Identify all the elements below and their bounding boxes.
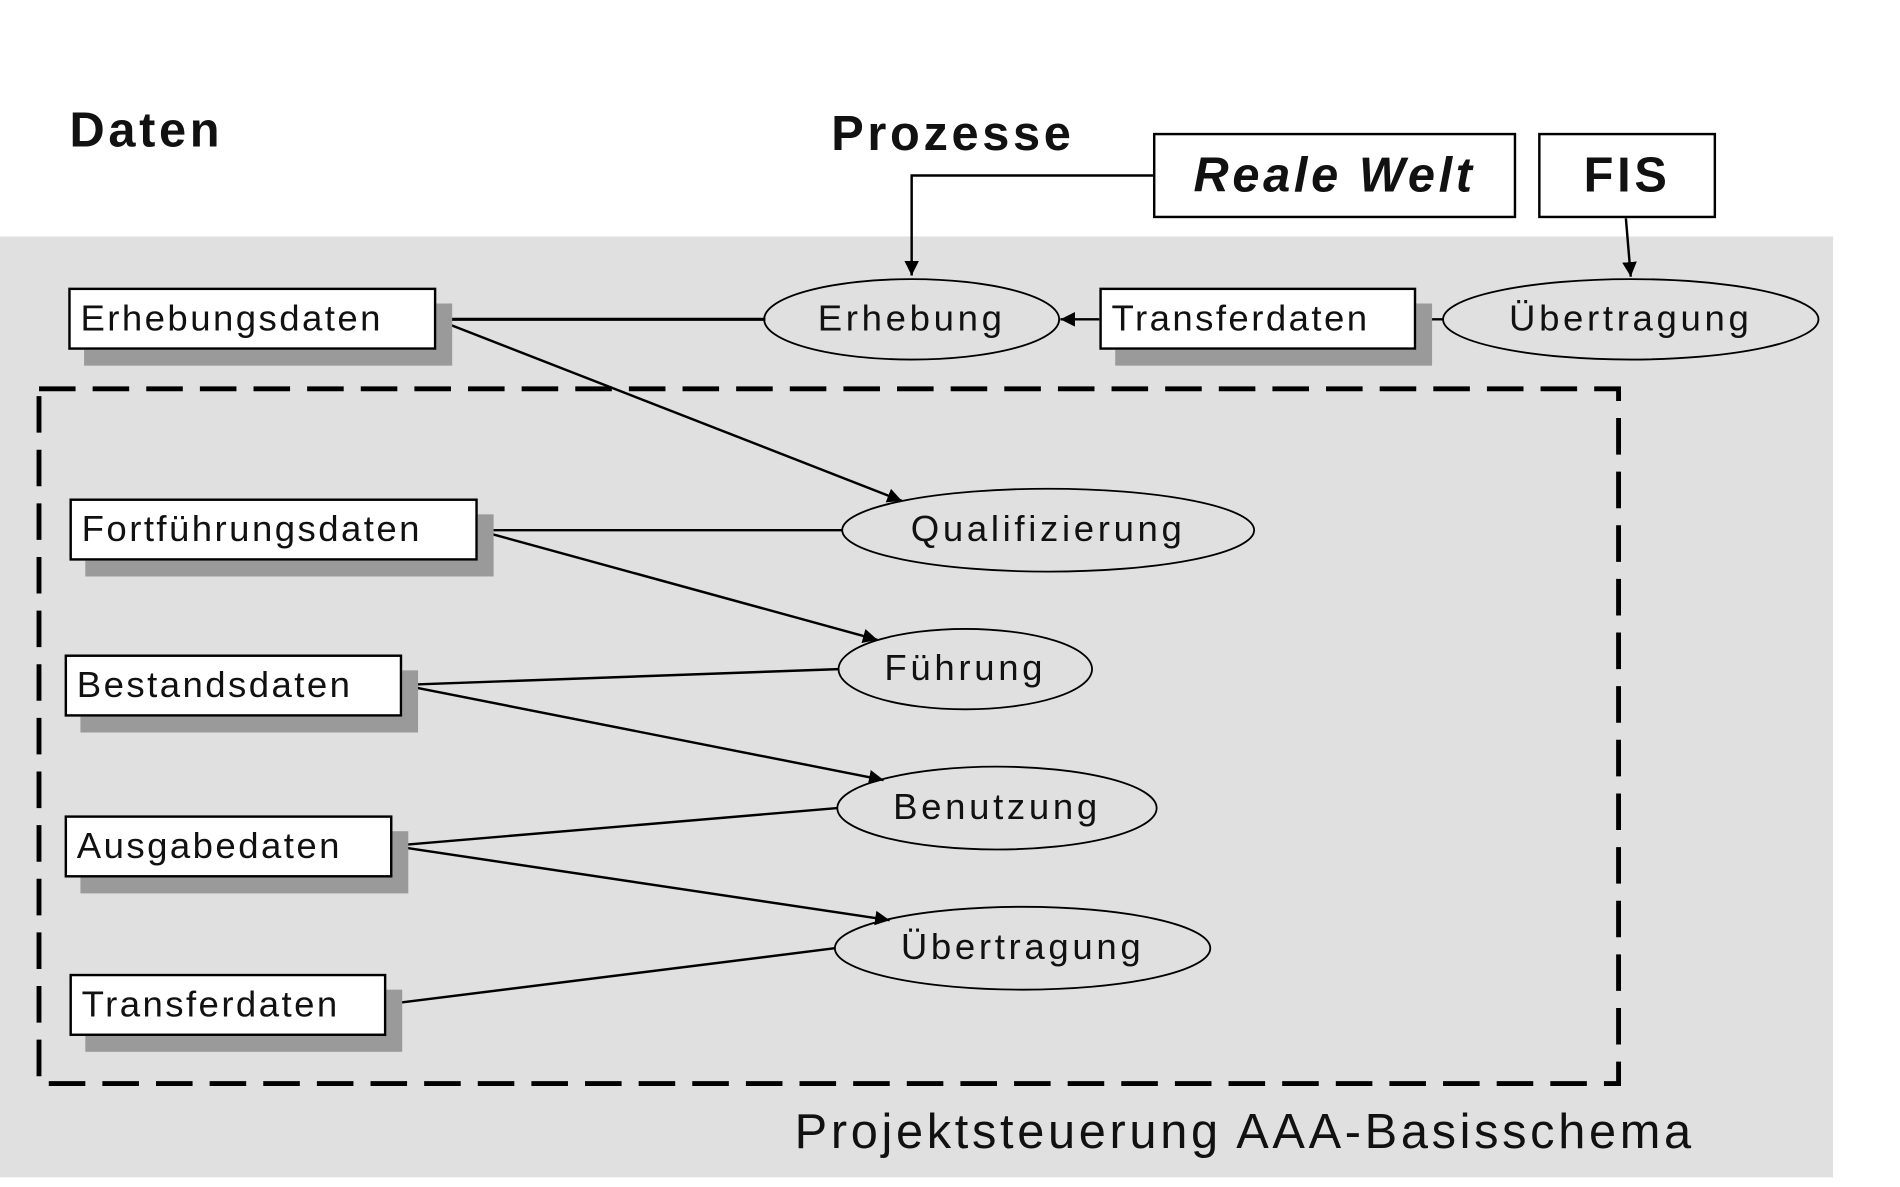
box-transferdaten-bottom: Transferdaten <box>69 973 387 1036</box>
box-transferdaten-top: Transferdaten <box>1099 287 1417 350</box>
box-fis: FIS <box>1538 132 1717 219</box>
process-uebertragung-bottom: Übertragung <box>900 927 1145 968</box>
caption-projektsteuerung: Projektsteuerung AAA-Basisschema <box>794 1105 1695 1160</box>
box-erhebungsdaten: Erhebungsdaten <box>68 287 437 350</box>
process-fuehrung: Führung <box>884 648 1047 689</box>
header-prozesse: Prozesse <box>831 107 1075 161</box>
process-uebertragung-top: Übertragung <box>1509 298 1753 339</box>
process-benutzung: Benutzung <box>893 787 1101 828</box>
dashed-boundary <box>36 386 1622 1086</box>
arrow-fis-to-uebertragung <box>1622 218 1637 277</box>
arrow-realewelt-to-erhebung <box>904 174 1153 276</box>
box-fortfuehrungsdaten: Fortführungsdaten <box>69 498 478 561</box>
header-daten: Daten <box>69 103 224 158</box>
process-qualifizierung: Qualifizierung <box>910 509 1186 550</box>
box-reale-welt: Reale Welt <box>1152 132 1517 219</box>
process-erhebung: Erhebung <box>817 298 1006 339</box>
arrow-erhebungsdaten-to-qualifizierung <box>435 318 903 503</box>
box-fis-label: FIS <box>1583 148 1671 202</box>
arrow-benutzung-to-ausgabedaten <box>392 806 838 852</box>
box-reale-welt-label: Reale Welt <box>1193 148 1476 202</box>
arrow-fortfuehrungsdaten-to-fuehrung <box>477 529 878 644</box>
ellipse-uebertragung-bottom <box>833 905 1212 991</box>
box-bestandsdaten: Bestandsdaten <box>64 654 403 717</box>
box-ausgabedaten: Ausgabedaten <box>64 815 393 878</box>
arrow-ausgabedaten-to-uebertragung <box>392 844 890 926</box>
arrow-bestandsdaten-to-benutzung <box>401 683 884 785</box>
arrow-fuehrung-to-bestandsdaten <box>402 667 839 692</box>
arrow-uebertragung-to-transferdaten-bottom <box>386 947 836 1010</box>
